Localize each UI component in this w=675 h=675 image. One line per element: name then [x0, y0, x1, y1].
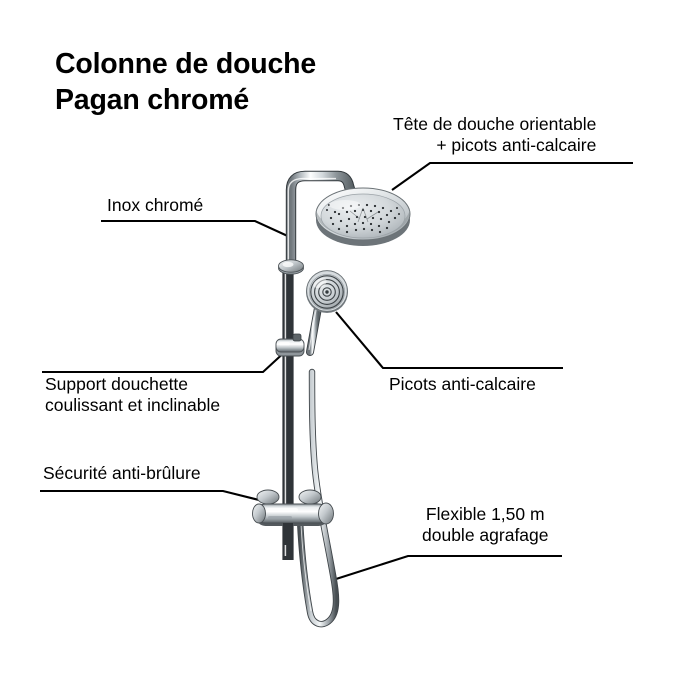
- leader-line-support: [42, 348, 289, 374]
- callout-picots-anti-calcaire: Picots anti-calcaire: [389, 374, 536, 395]
- callout-tete-line1: Tête de douche orientable: [393, 114, 597, 134]
- callout-tete-line2: + picots anti-calcaire: [436, 135, 597, 156]
- callout-inox-chrome: Inox chromé: [107, 195, 203, 216]
- hand-shower: [306, 270, 348, 356]
- sliding-holder: [275, 333, 305, 357]
- shower-column: [252, 170, 411, 628]
- shower-head-nozzles: [325, 203, 401, 234]
- leader-line-flexible: [335, 554, 562, 581]
- callout-securite-anti-brulure: Sécurité anti-brûlure: [43, 463, 201, 484]
- callout-inox-line1: Inox chromé: [107, 195, 204, 215]
- callout-flexible-line2: double agrafage: [422, 525, 549, 546]
- leader-line-inox: [101, 219, 293, 239]
- wall-bracket: [278, 259, 304, 275]
- shower-arm: [285, 170, 357, 268]
- callout-support-line2: coulissant et inclinable: [45, 395, 221, 416]
- thermostatic-mixer: [252, 489, 334, 545]
- callout-flexible-line1: Flexible 1,50 m: [425, 504, 545, 524]
- hand-shower-nozzles: [310, 275, 344, 309]
- callout-tete-de-douche: Tête de douche orientable+ picots anti-c…: [393, 114, 596, 157]
- page-title-line2: Pagan chromé: [55, 84, 249, 117]
- callout-securite-line1: Sécurité anti-brûlure: [43, 463, 201, 483]
- flexible-hose: [296, 368, 340, 628]
- callout-support-line1: Support douchette: [45, 374, 189, 394]
- page-title-line1: Colonne de douche: [55, 48, 317, 80]
- rain-shower-head: [315, 187, 411, 246]
- leader-line-tete: [391, 161, 633, 191]
- leader-line-picots: [335, 311, 563, 370]
- leader-line-securite: [40, 489, 264, 503]
- leader-lines: [40, 161, 633, 581]
- callout-picots-line1: Picots anti-calcaire: [389, 374, 536, 394]
